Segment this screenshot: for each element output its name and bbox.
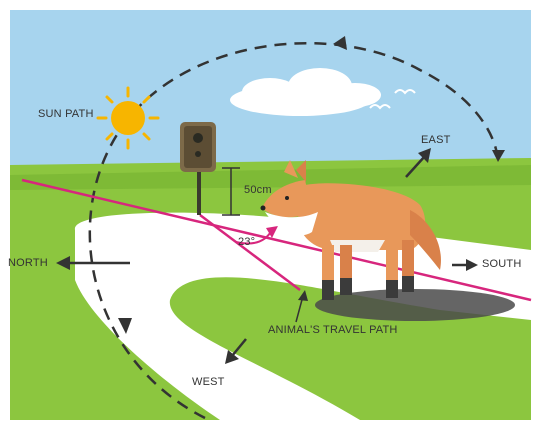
- fox-icon: [260, 160, 441, 300]
- camera-view-line: [199, 214, 301, 291]
- south-label: SOUTH: [482, 258, 522, 270]
- travel-path-arrow-icon: [295, 290, 308, 323]
- reference-line: [21, 178, 532, 302]
- south-arrow-icon: [452, 259, 478, 271]
- grass-dark: [10, 165, 531, 190]
- walking-path: [74, 212, 531, 420]
- animal-path-label: ANIMAL'S TRAVEL PATH: [268, 324, 398, 336]
- arrowhead-left-icon: [118, 318, 132, 334]
- camera-trap-icon: [180, 122, 216, 215]
- east-arrow-icon: [405, 148, 431, 178]
- west-arrow-icon: [225, 338, 247, 364]
- fox-shadow: [315, 289, 515, 321]
- angle-arrowhead-icon: [266, 226, 278, 238]
- sun-path-label: SUN PATH: [38, 108, 94, 120]
- sun-icon: [96, 86, 160, 150]
- west-label: WEST: [192, 376, 225, 388]
- cloud-icon: [230, 68, 381, 116]
- height-marker: [222, 167, 240, 216]
- east-label: EAST: [421, 134, 451, 146]
- angle-label: 23°: [238, 236, 256, 248]
- arrowhead-right-icon: [492, 150, 505, 162]
- arrowhead-top-icon: [333, 36, 347, 50]
- height-label: 50cm: [244, 184, 272, 196]
- north-arrow-icon: [56, 256, 130, 270]
- north-label: NORTH: [8, 257, 48, 269]
- bird-icon: [369, 89, 416, 110]
